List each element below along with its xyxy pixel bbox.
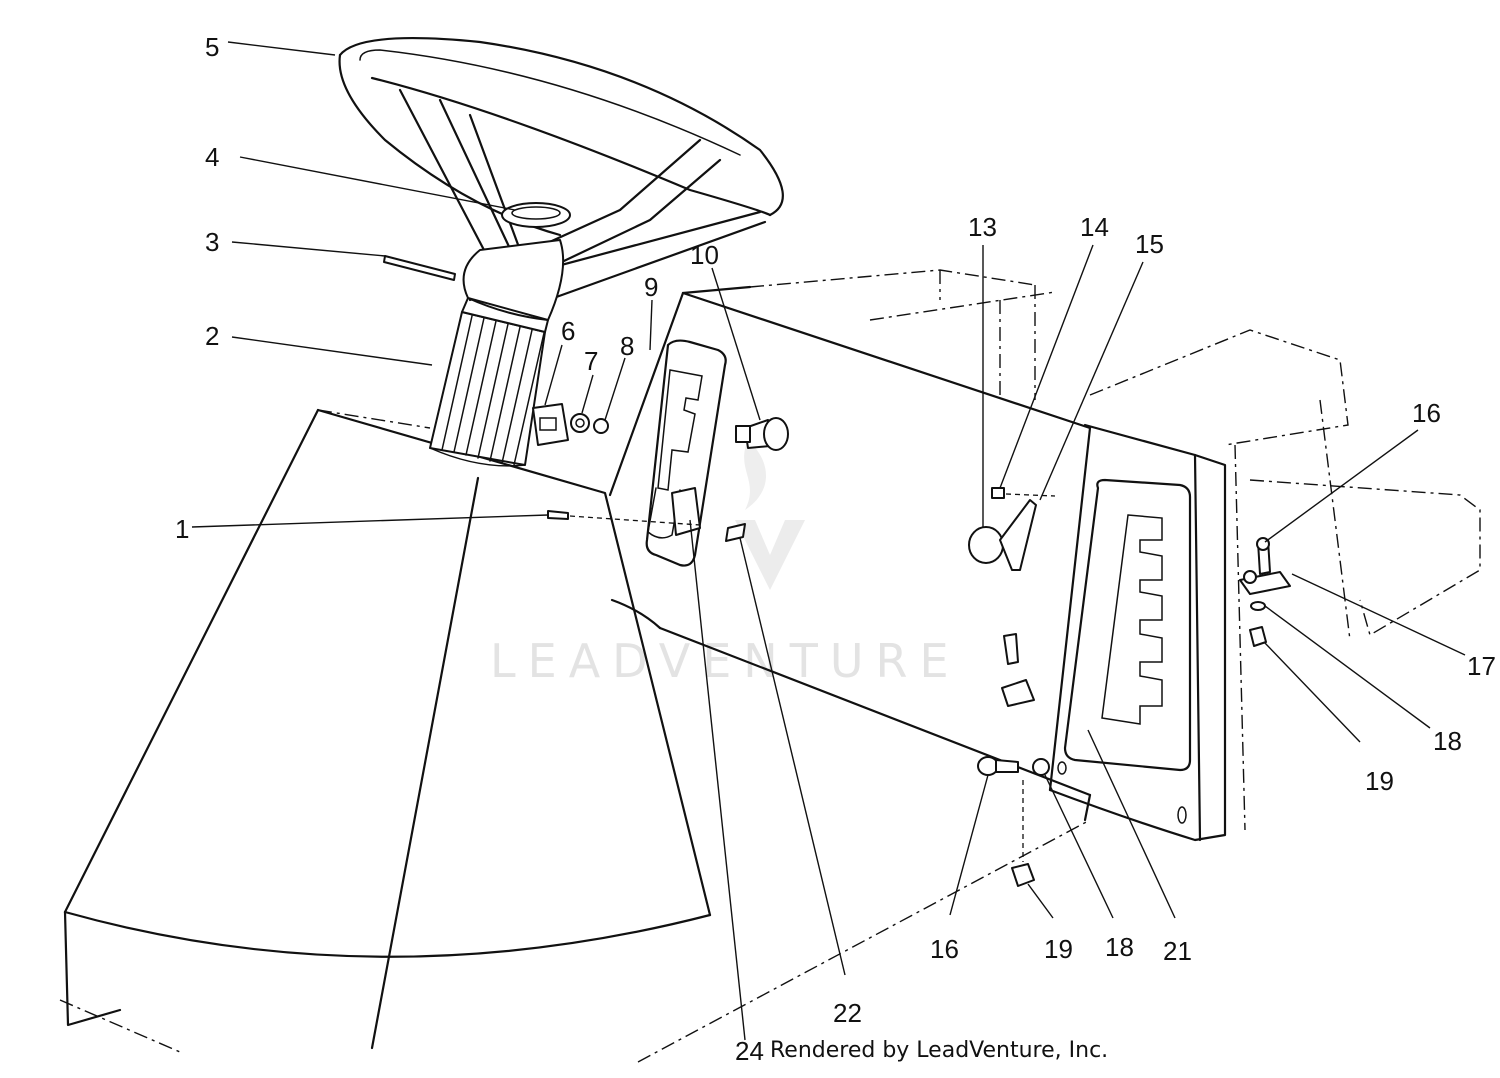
fender-pedestal [1048,329,1481,842]
leader-lines [191,41,1466,1041]
callout-labels: 5 4 3 2 1 6 7 8 9 10 13 14 15 16 17 18 1… [175,32,1496,1066]
watermark-text: LEADVENTURE [490,634,961,688]
ignition-hardware [532,403,609,446]
callout-5: 5 [205,32,219,62]
callout-13: 13 [968,212,997,242]
hood-body [59,408,712,1053]
callout-15: 15 [1135,229,1164,259]
callout-16-right: 16 [1412,398,1441,428]
callout-21: 21 [1163,936,1192,966]
callout-4: 4 [205,142,219,172]
callout-22: 22 [833,998,862,1028]
callout-1: 1 [175,514,189,544]
callout-10: 10 [690,240,719,270]
callout-18-right: 18 [1433,726,1462,756]
callout-19-right: 19 [1365,766,1394,796]
callout-16-lower: 16 [930,934,959,964]
control-knob [735,417,789,451]
steering-wheel [338,37,784,321]
steering-column [429,297,549,467]
left-slot-plate [645,339,746,567]
callout-9: 9 [644,272,658,302]
callout-24: 24 [735,1036,764,1066]
callout-3: 3 [205,227,219,257]
roll-pin [383,255,456,281]
shift-lever [968,487,1056,571]
callout-6: 6 [561,316,575,346]
rendered-by-footer: Rendered by LeadVenture, Inc. [770,1038,1109,1063]
lower-hardware [977,633,1067,887]
leadventure-watermark: LEADVENTURE [490,440,961,688]
callout-14: 14 [1080,212,1109,242]
callout-8: 8 [620,331,634,361]
callout-18-lower: 18 [1105,932,1134,962]
callout-19-lower: 19 [1044,934,1073,964]
right-hardware [1239,537,1291,647]
callout-2: 2 [205,321,219,351]
callout-17: 17 [1467,651,1496,681]
callout-7: 7 [584,346,598,376]
